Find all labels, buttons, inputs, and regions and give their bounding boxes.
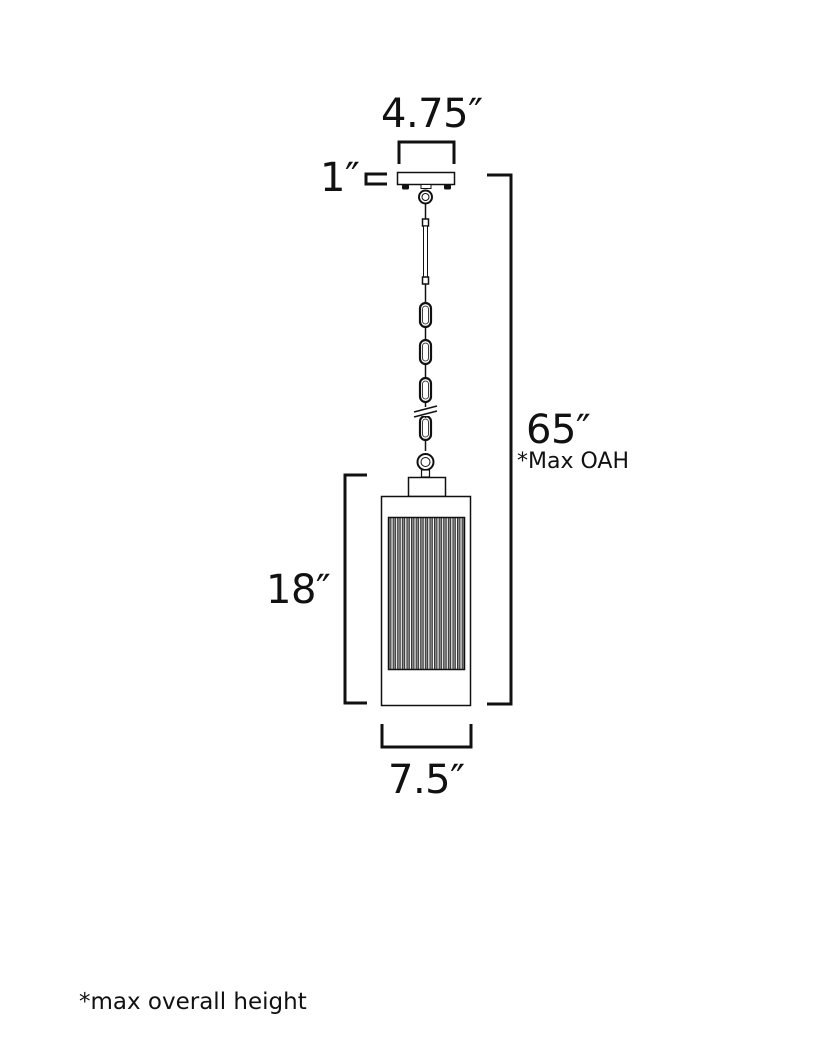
footnote: *max overall height [79, 989, 307, 1015]
fixture-width-bracket [380, 724, 473, 749]
overall-height-note: *Max OAH [517, 449, 629, 474]
overall-height-label: 65″ [526, 407, 591, 453]
fixture-height-label: 18″ [266, 567, 331, 613]
canopy-height-bracket [364, 172, 387, 186]
chain [418, 301, 433, 451]
fixture-width-label: 7.5″ [388, 757, 465, 803]
canopy [396, 171, 456, 205]
fixture-height-bracket [343, 473, 367, 705]
ribbed-glass-panel [387, 516, 466, 671]
hanging-rod [421, 203, 430, 303]
canopy-height-label: 1″ [320, 155, 360, 201]
overall-height-bracket [487, 173, 513, 706]
canopy-width-label: 4.75″ [381, 91, 483, 137]
chain-break-marks [413, 405, 439, 418]
canopy-width-bracket [397, 140, 456, 164]
lantern-body [380, 476, 472, 707]
lantern-eyelet [416, 453, 435, 478]
